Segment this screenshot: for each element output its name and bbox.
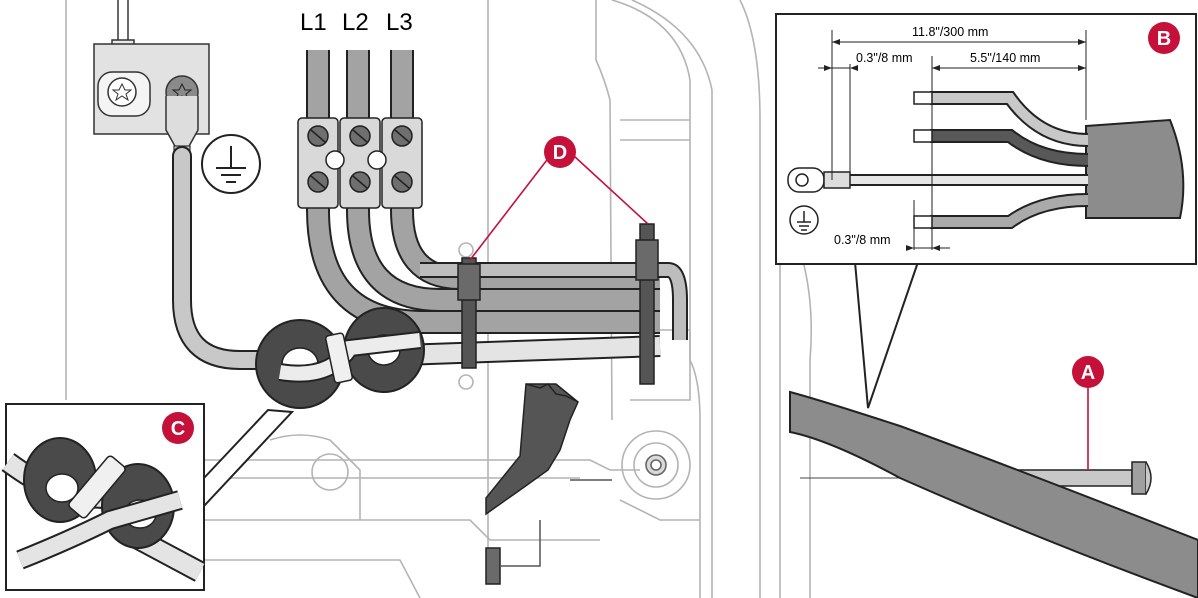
svg-text:A: A	[1081, 362, 1095, 384]
inset-b-strip-lengths: 11.8"/300 mm 0.3"/8 mm 5.5"/140 mm 0.3"/…	[775, 13, 1197, 409]
callout-c-badge: C	[162, 412, 194, 444]
ferrite-core-icon	[255, 307, 425, 409]
torx-screw-icon	[107, 77, 137, 107]
ground-icon	[201, 134, 261, 194]
phase-terminal-block	[297, 117, 423, 209]
ground-terminal-block	[93, 0, 210, 157]
dim-conductor-length: 5.5"/140 mm	[970, 51, 1040, 65]
dim-ground-strip: 0.3"/8 mm	[856, 51, 913, 65]
callout-a-badge: A	[1072, 356, 1104, 388]
callout-d-badge: D	[544, 136, 576, 168]
svg-text:B: B	[1157, 28, 1171, 50]
phase-label-l2: L2	[342, 9, 369, 36]
ground-cable	[172, 146, 278, 370]
callout-b-badge: B	[1148, 22, 1180, 54]
dim-phase-strip: 0.3"/8 mm	[834, 233, 891, 247]
inset-c-ferrite-detail	[1, 403, 295, 591]
dim-total-length: 11.8"/300 mm	[912, 25, 988, 39]
phase-label-l3: L3	[386, 9, 413, 36]
svg-text:D: D	[553, 142, 567, 164]
callout-leaders	[469, 155, 1089, 470]
ground-icon	[789, 205, 819, 235]
cable-sheath	[789, 390, 1198, 598]
phase-label-l1: L1	[300, 9, 327, 36]
strain-relief-clip	[485, 383, 612, 585]
svg-text:C: C	[171, 418, 185, 440]
